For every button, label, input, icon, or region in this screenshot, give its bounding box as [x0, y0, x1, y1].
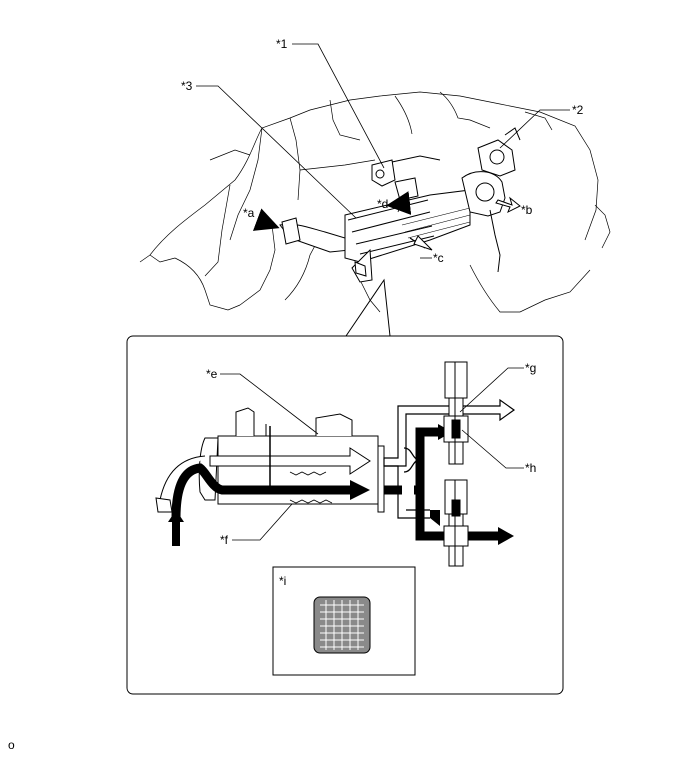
callout-1: *1 — [276, 37, 288, 51]
cooled-flow-arrows — [414, 424, 514, 545]
callout-c: *c — [433, 251, 444, 265]
callout-f: *f — [220, 533, 229, 547]
egr-valves — [443, 361, 469, 567]
flow-brace — [403, 447, 421, 473]
callout-2: *2 — [572, 103, 584, 117]
egr-assembly — [279, 127, 521, 283]
top-flow-arrows — [252, 191, 521, 251]
leader-lines-detail — [220, 367, 524, 541]
figure-code: o — [8, 738, 15, 752]
callout-g: *g — [525, 361, 537, 375]
callout-i: *i — [279, 574, 287, 588]
callout-3: *3 — [181, 79, 193, 93]
inlet-flow-arrows — [168, 463, 402, 546]
callout-a: *a — [243, 206, 255, 220]
callout-d: *d — [377, 197, 389, 211]
detail-box — [126, 278, 564, 695]
callout-e: *e — [206, 367, 218, 381]
callout-h: *h — [525, 461, 537, 475]
inset-box — [272, 566, 416, 676]
callout-b: *b — [521, 203, 533, 217]
leader-lines-top — [196, 43, 570, 259]
engine-outline — [139, 91, 611, 313]
